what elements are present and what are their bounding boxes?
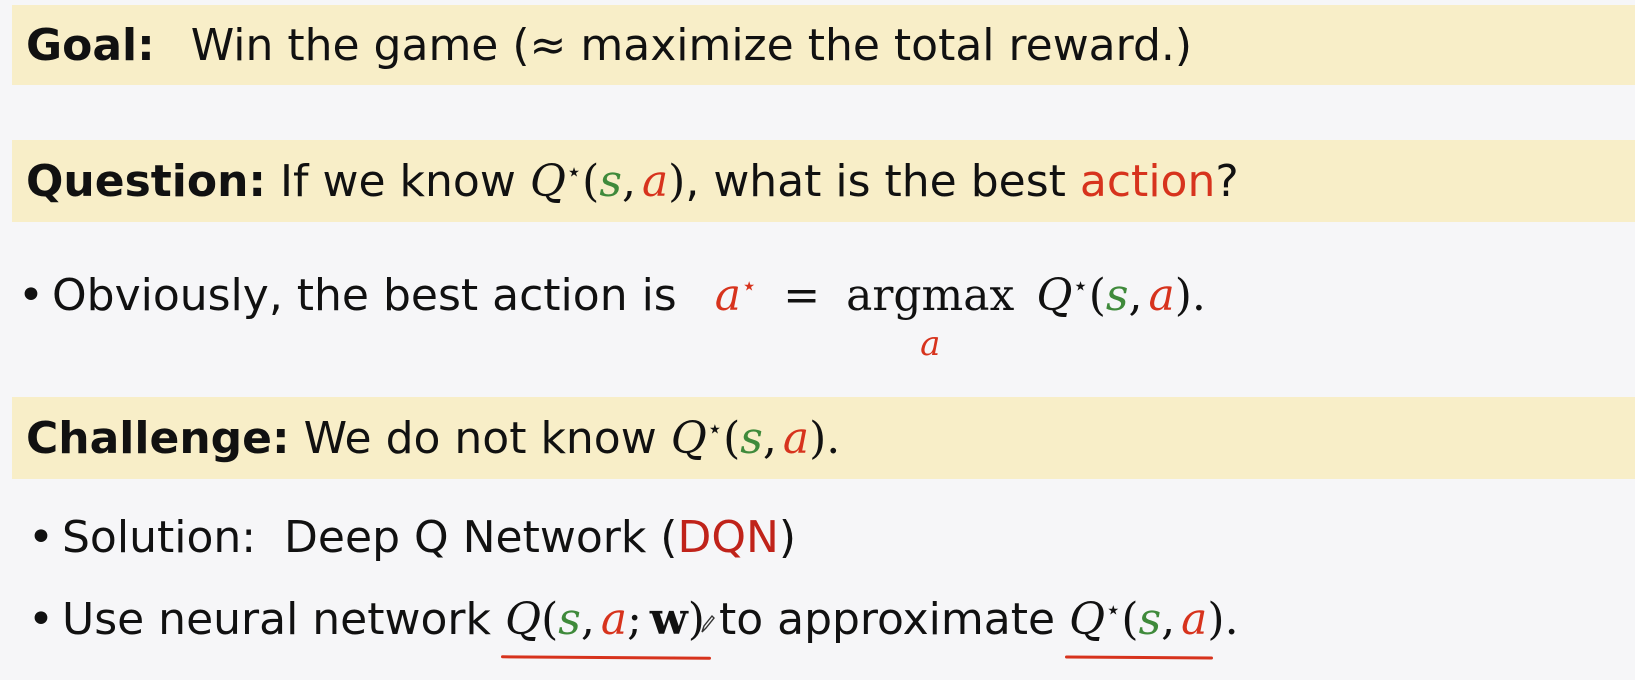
question-end: ? — [1215, 155, 1239, 207]
bullet-solution: • Solution: Deep Q Network ( DQN ) — [28, 512, 796, 563]
dqn-acronym: DQN — [677, 512, 779, 563]
question-pre: If we know — [280, 155, 516, 207]
q-star-formula: Q⋆(s,a — [1069, 594, 1208, 645]
challenge-banner: Challenge: We do not know Q⋆(s,a). — [12, 397, 1635, 479]
question-action-word: action — [1079, 155, 1216, 207]
goal-text: Win the game (≈ maximize the total rewar… — [190, 19, 1193, 71]
bullet-obviously-text: Obviously, the best action is — [52, 270, 677, 321]
argmax-formula: a⋆ = argmax a Q⋆(s,a). — [714, 270, 1206, 364]
bullet-dot: • — [28, 594, 54, 645]
question-banner: Question: If we know Q⋆(s,a) , what is t… — [12, 140, 1635, 222]
q-network-formula: Q(s,a;w) — [504, 594, 705, 645]
bullet-approx-text: to approximate — [718, 594, 1056, 645]
bullet-dot: • — [28, 512, 54, 563]
q-star-close: ). — [1207, 594, 1239, 645]
question-formula: Q⋆(s,a) — [529, 155, 686, 207]
bullet-solution-text: Solution: Deep Q Network ( — [62, 512, 678, 563]
bullet-neural-text: Use neural network — [62, 594, 491, 645]
goal-label: Goal: — [26, 19, 155, 71]
bullet-obviously: • Obviously, the best action is a⋆ = arg… — [18, 270, 1206, 364]
question-label: Question: — [26, 155, 267, 207]
bullet-dot: • — [18, 270, 44, 321]
goal-banner: Goal: Win the game (≈ maximize the total… — [12, 5, 1635, 85]
bullet-neural-network: • Use neural network Q(s,a;w) to approxi… — [28, 594, 1239, 645]
bullet-solution-close: ) — [778, 512, 797, 563]
challenge-label: Challenge: — [26, 412, 290, 464]
question-mid: , what is the best — [685, 155, 1066, 207]
challenge-formula: Q⋆(s,a). — [670, 412, 841, 464]
challenge-text: We do not know — [303, 412, 657, 464]
